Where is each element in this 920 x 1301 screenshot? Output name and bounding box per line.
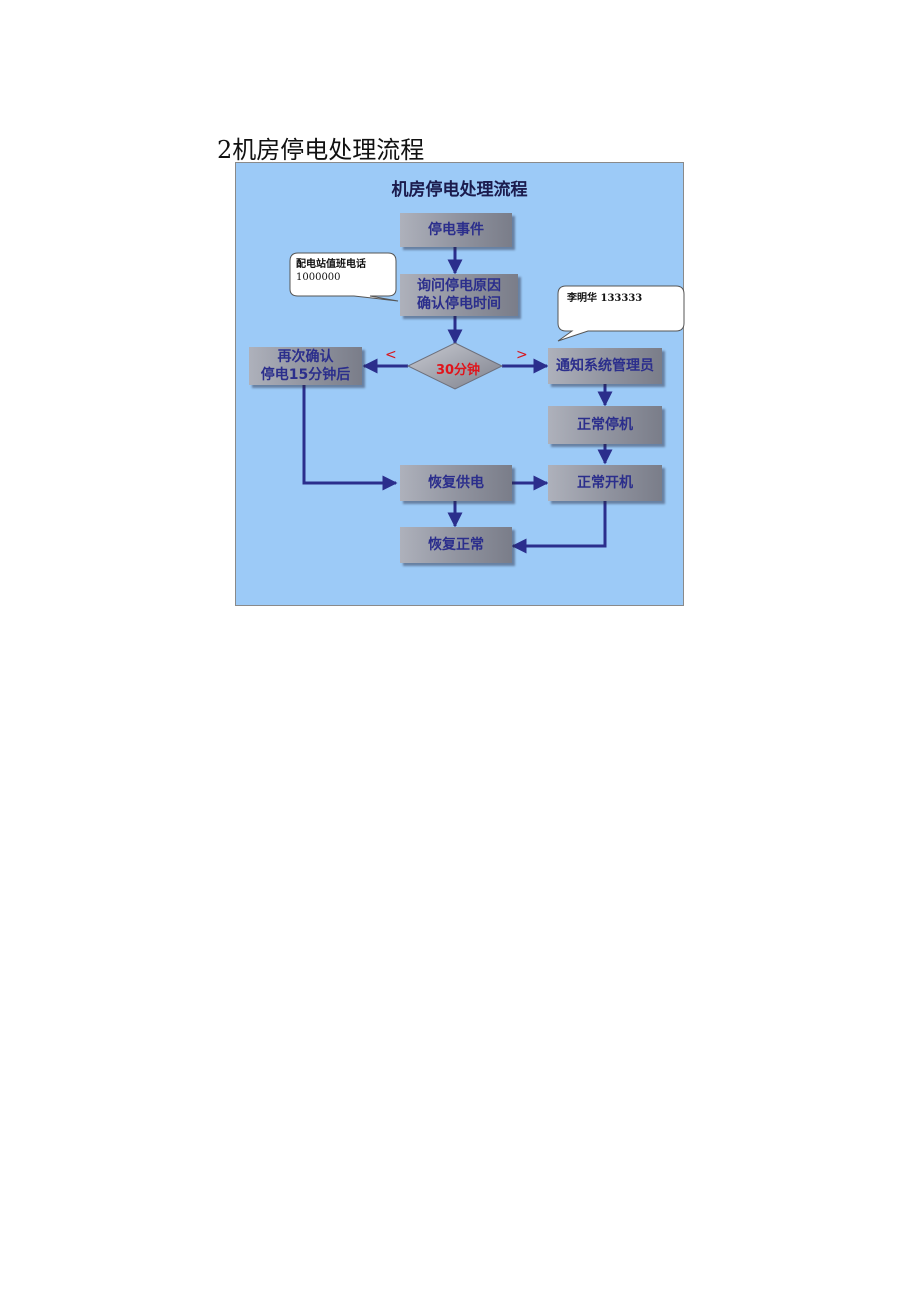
callout-admin-contact: 李明华 133333	[567, 293, 643, 304]
callout-substation-phone: 1000000	[296, 272, 341, 283]
node-inquire-confirm: 询问停电原因 确认停电时间	[400, 274, 518, 316]
decision-label: 30分钟	[435, 363, 481, 378]
node-reconfirm: 再次确认 停电15分钟后	[249, 347, 362, 385]
node-inquire-line1: 询问停电原因	[417, 278, 501, 294]
node-reconfirm-line1: 再次确认	[277, 349, 334, 365]
node-restore-normal: 恢复正常	[400, 527, 512, 563]
node-reconfirm-line2: 停电15分钟后	[260, 367, 351, 383]
callout-admin-bubble	[557, 285, 685, 342]
decision-diamond	[406, 342, 504, 390]
callout-substation-label: 配电站值班电话	[296, 259, 366, 270]
arrow-startup-to-restore-normal	[511, 501, 607, 554]
node-power-outage-event: 停电事件	[400, 213, 512, 247]
flowchart-title: 机房停电处理流程	[391, 180, 528, 200]
node-normal-startup: 正常开机	[548, 465, 662, 501]
decision-mark-left: <	[385, 347, 397, 363]
arrow-reconfirm-to-restore-power	[302, 385, 398, 491]
node-restore-power: 恢复供电	[400, 465, 512, 501]
flowchart: 机房停电处理流程	[235, 162, 685, 606]
node-notify-admin: 通知系统管理员	[548, 348, 662, 384]
callout-substation-text: 配电站值班电话 1000000	[296, 258, 392, 284]
callout-substation-bubble	[289, 252, 399, 302]
node-normal-shutdown: 正常停机	[548, 406, 662, 444]
callout-admin-text: 李明华 133333	[567, 292, 677, 305]
section-heading: 2机房停电处理流程	[217, 136, 425, 164]
decision-mark-right: >	[516, 347, 528, 363]
node-inquire-line2: 确认停电时间	[417, 296, 501, 312]
flowchart-connectors	[289, 247, 685, 554]
